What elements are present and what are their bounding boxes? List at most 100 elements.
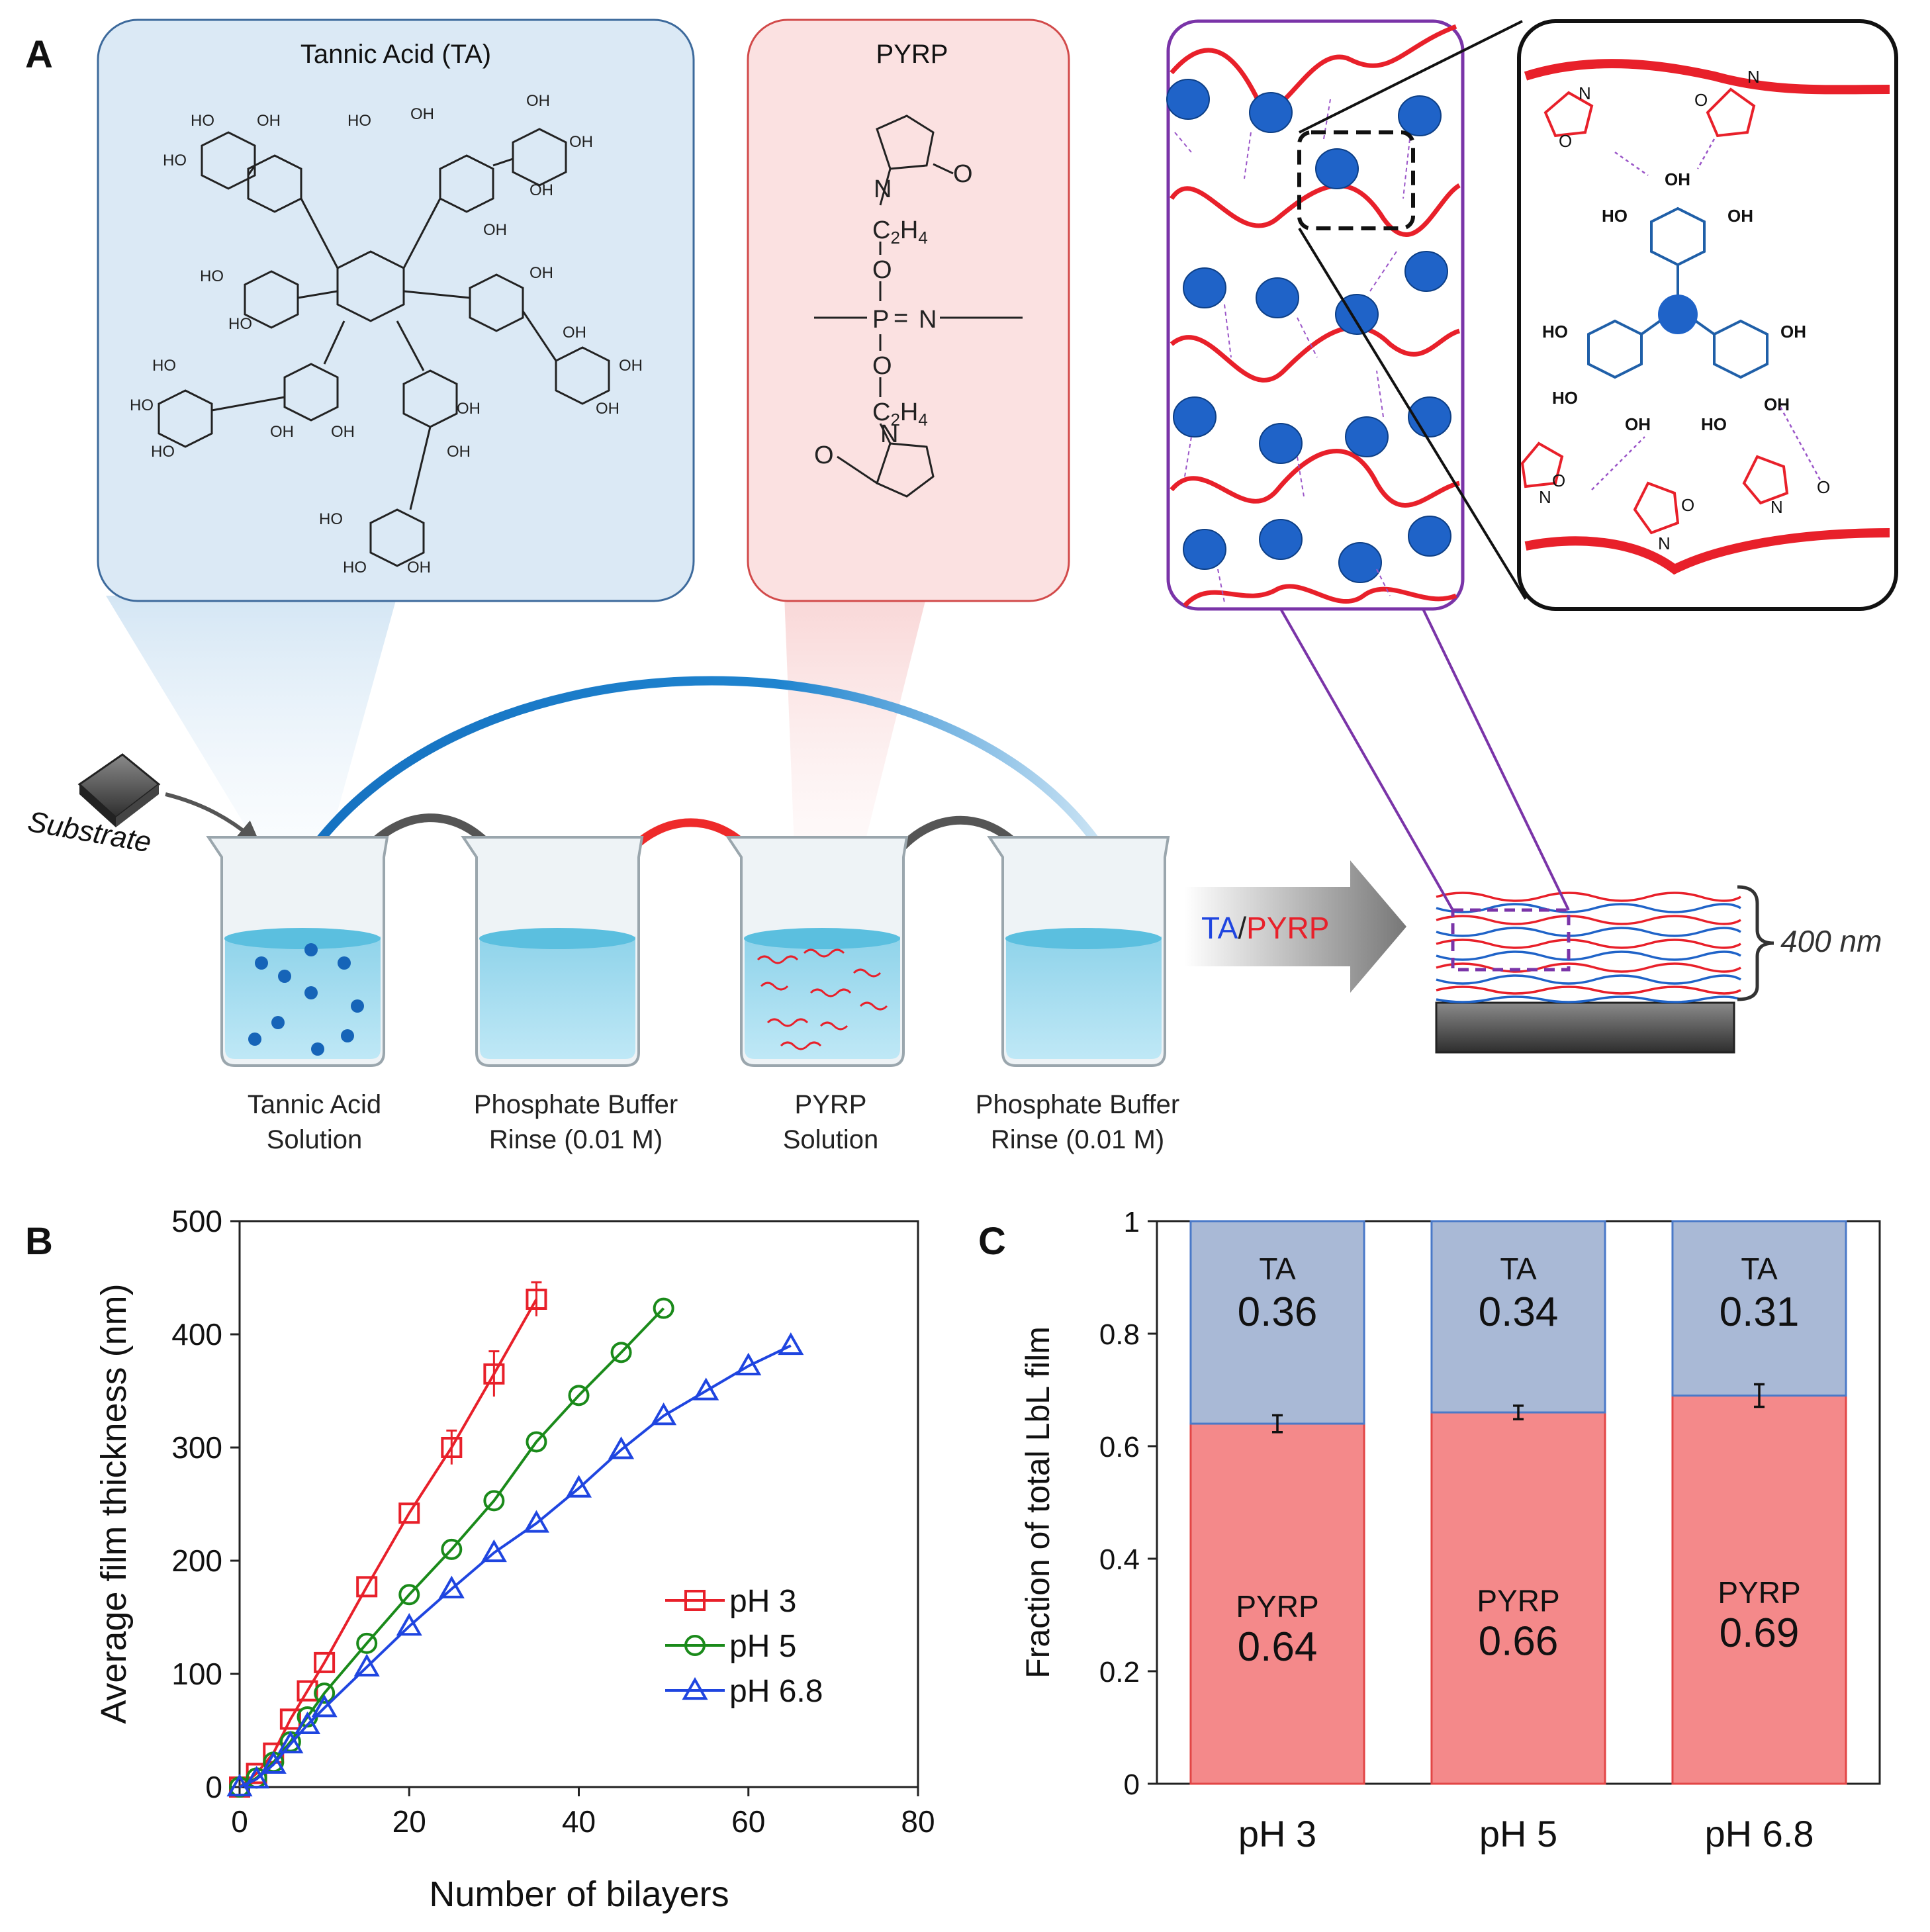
c2h4-sub: 4 [918,228,927,248]
ta-callout-title: Tannic Acid (TA) [300,40,491,69]
bar-series-label: PYRP [1477,1584,1559,1618]
y-tick-label: 0 [1124,1769,1140,1801]
beaker-caption-line: Solution [267,1125,363,1154]
data-point [483,1363,505,1385]
pyrp-chains [1170,24,1461,608]
series-line [239,1307,665,1788]
beaker-ta [206,836,389,1067]
ho-label: HO [347,112,371,130]
substrate-label: Substrate [25,805,154,859]
x-tick-label: 40 [562,1804,596,1839]
oh-label: OH [563,324,586,342]
data-point [684,1635,706,1656]
ho-label: HO [1542,322,1568,342]
ho-label: HO [151,443,175,461]
chart-b-xlabel: Number of bilayers [429,1874,729,1914]
data-point [226,1773,253,1797]
pyrp-backbone [1524,528,1890,575]
ta-molecule [1398,95,1442,136]
chart-c-bars: PYRP0.64TA0.36PYRP0.66TA0.34PYRP0.69TA0.… [1189,1220,1847,1785]
data-point [481,1539,507,1563]
ta-molecule [1259,423,1303,464]
bar-series-label: TA [1741,1252,1778,1286]
legend-label: pH 5 [729,1629,796,1664]
oh-label: OH [529,181,553,199]
data-point [441,1538,463,1560]
ta-hydroxyl-labels: OH HO HO OH OH OH HO OH HO HO OH OH HO H… [130,92,643,576]
oh-label: OH [1665,169,1690,189]
beaker-caption-line: Rinse (0.01 M) [991,1125,1164,1154]
oh-label: OH [1727,206,1753,226]
ta-molecule [1173,396,1217,437]
beaker-water [1006,937,1162,1059]
o-label: O [1694,90,1708,110]
pyrp-structure [814,115,1023,498]
molecular-zoom-box [1517,19,1898,611]
panel-a: A Tannic Acid (TA) [25,19,1898,1154]
ta-callout-box [97,19,695,602]
p-label: P [872,306,889,334]
o-label: O [1552,471,1565,490]
pyrp-squiggles [757,948,888,1050]
panel-label-a: A [25,33,53,76]
data-point [438,1575,465,1598]
zoom-connector [1298,227,1527,600]
ta-particles [248,943,364,1056]
bar-segment-ta [1430,1220,1606,1414]
c2h4-sub: 4 [918,410,927,430]
x-category-label: pH 6.8 [1705,1813,1814,1855]
ring-atom-labels: O N O N N O O N N O [1539,67,1830,553]
data-point [398,1584,420,1606]
pyrp-chain [1183,584,1457,608]
data-point [314,1682,336,1704]
data-point [682,1677,708,1700]
ta-molecule [1183,267,1226,308]
oh-label: OH [619,357,643,375]
film-substrate [1435,1001,1735,1054]
data-point [523,1510,549,1533]
x-tick-label: 20 [392,1804,426,1839]
beaker-caption-line: Phosphate Buffer [474,1090,678,1119]
ta-molecule [1166,79,1210,120]
data-point [260,1751,287,1774]
chart-c-ylabel: Fraction of total LbL film [1019,1326,1056,1679]
bar-segment-pyrp [1189,1422,1365,1785]
bar-value-label: 0.36 [1238,1289,1318,1335]
chart-b-legend: pH 3pH 5pH 6.8 [665,1584,823,1709]
series-0 [229,1281,547,1798]
pyrp-callout-box [747,19,1070,602]
series-2 [226,1332,804,1797]
process-arrow-slash: / [1238,911,1246,945]
film-zoom-box [1166,19,1465,611]
water-surface [744,928,900,949]
ho-label: HO [1602,206,1628,226]
y-tick-label: 500 [171,1204,222,1238]
ta-molecule [1259,519,1303,560]
ho-label: HO [1552,388,1578,408]
data-point [608,1436,635,1459]
n-label: N [880,420,898,448]
pyrp-chain [1170,183,1461,237]
panel-label-c: C [978,1220,1006,1263]
pyrp-callout-title: PYRP [876,40,948,69]
n-label: N [919,306,937,334]
data-point [314,1651,336,1673]
process-arrow [1185,860,1406,993]
water-surface [224,928,381,949]
ho-label: HO [1701,414,1727,434]
ho-label: HO [130,396,154,414]
oh-label: OH [257,112,281,130]
n-label: N [1770,497,1783,517]
o-label: O [1817,477,1830,497]
pyrp-callout-beam [784,596,927,847]
o-label: O [1681,495,1694,515]
beaker-buffer-2 [987,836,1170,1067]
molecular-zoom-content: OH HO OH HO HO OH OH HO OH O N O N N O O… [1520,59,1890,575]
beaker-captions: Tannic Acid Solution Phosphate Buffer Ri… [248,1090,1179,1154]
n-label: N [1658,533,1671,553]
c2h4-h: H [900,398,918,426]
legend-label: pH 3 [729,1584,796,1619]
